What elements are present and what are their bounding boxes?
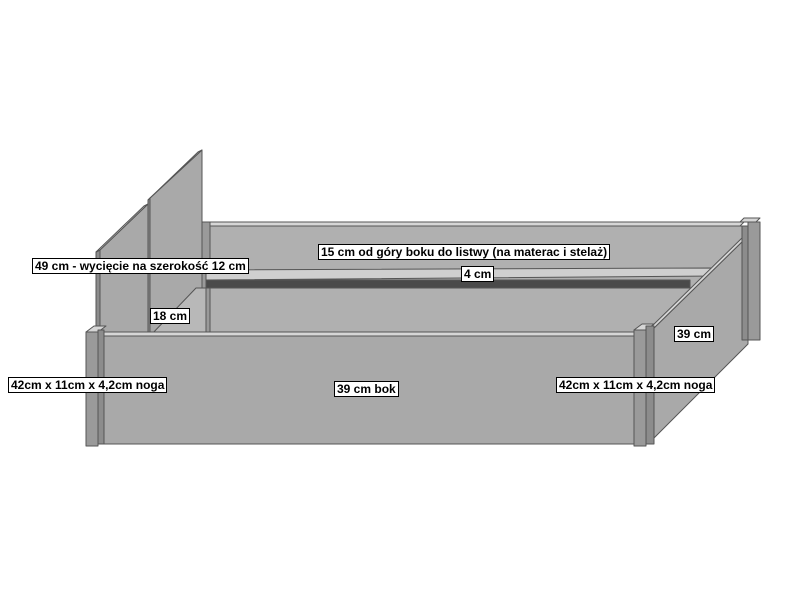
front-side-panel-top (95, 331, 641, 337)
right-leg-label: 42cm x 11cm x 4,2cm noga (556, 377, 716, 393)
slat-position-label: 15 cm od góry boku do listwy (na materac… (318, 244, 611, 260)
headboard-height-label: 49 cm - wycięcie na szerokość 12 cm (32, 258, 249, 274)
headboard-panel-front-top (95, 203, 149, 253)
rear-right-post (747, 221, 761, 341)
end-panel-label: 39 cm (674, 326, 715, 342)
slat-rail (205, 279, 691, 289)
rear-right-post-face (741, 225, 749, 341)
back-side-panel-top (203, 221, 745, 227)
headboard-panel-rear-top (147, 149, 203, 201)
left-leg-label: 42cm x 11cm x 4,2cm noga (8, 377, 168, 393)
headboard-side-label: 18 cm (150, 308, 191, 324)
slat-width-label: 4 cm (461, 266, 495, 282)
rear-right-post-top (739, 217, 761, 223)
side-panel-label: 39 cm bok (334, 381, 399, 397)
